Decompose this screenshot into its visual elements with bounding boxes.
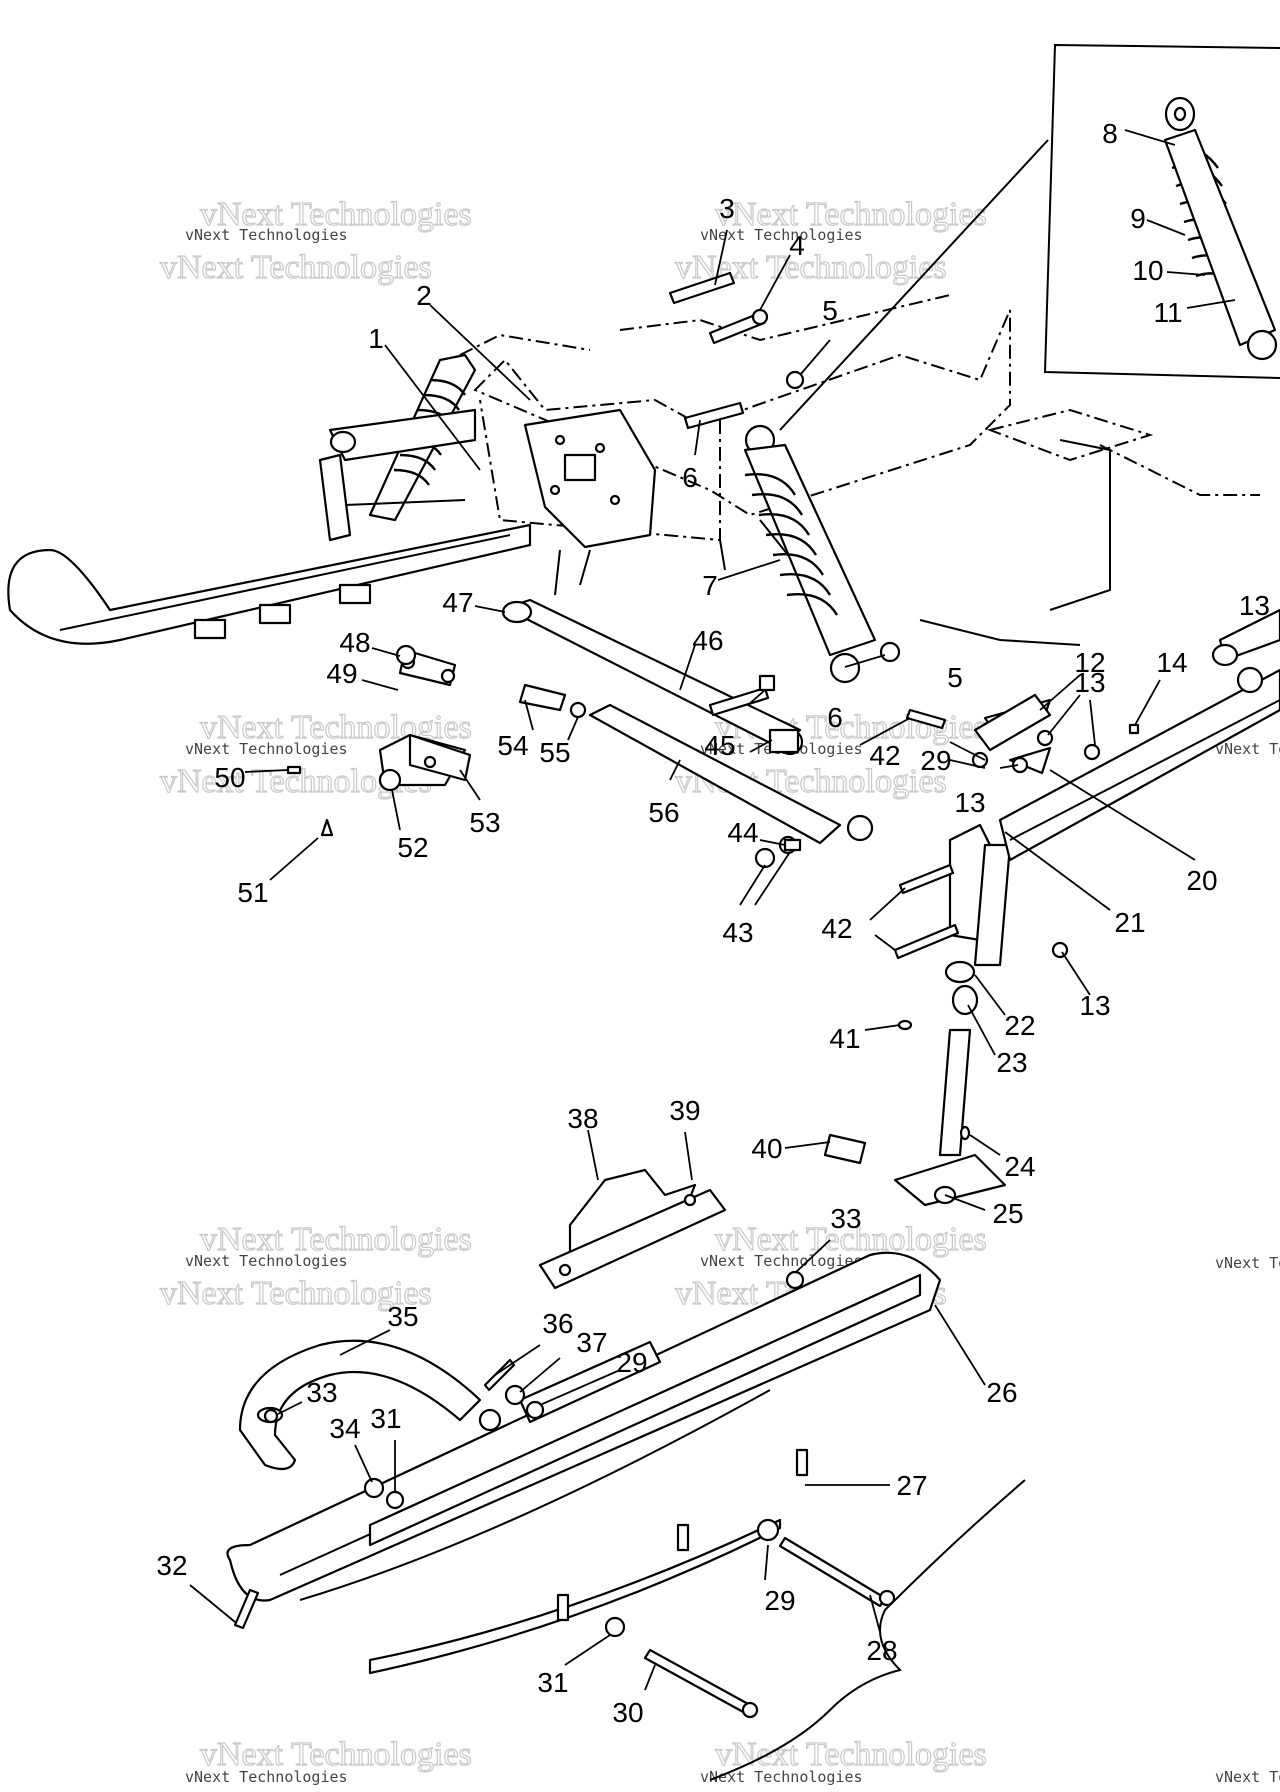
- callout-30: 30: [612, 1697, 643, 1728]
- callout-31-a: 31: [370, 1403, 401, 1434]
- svg-text:vNext Technologies: vNext Technologies: [715, 1736, 987, 1773]
- callout-24: 24: [1004, 1151, 1035, 1182]
- callout-11: 11: [1153, 297, 1182, 328]
- callout-53: 53: [469, 807, 500, 838]
- callout-6-lower: 6: [827, 702, 843, 733]
- callout-4: 4: [789, 230, 805, 261]
- leader-lines: [189, 129, 1236, 1691]
- watermark-top-left: vNext Technologies vNext Technologies vN…: [159, 195, 472, 286]
- callout-28: 28: [866, 1635, 897, 1666]
- svg-text:vNext Technologies: vNext Technologies: [700, 1768, 863, 1786]
- callout-29-b: 29: [616, 1347, 647, 1378]
- center-shock-absorber: [743, 424, 877, 684]
- ski-saddle: [538, 1168, 727, 1290]
- callout-33-a: 33: [830, 1203, 861, 1234]
- callout-12: 12: [1074, 647, 1105, 678]
- callout-49: 49: [326, 658, 357, 689]
- shock-detail-inset: [779, 43, 1280, 431]
- callout-32: 32: [156, 1550, 187, 1581]
- callout-13-c: 13: [1079, 990, 1110, 1021]
- svg-text:vNext Technologies: vNext Technologies: [160, 249, 432, 286]
- callout-55: 55: [539, 737, 570, 768]
- chassis-frame: [459, 294, 1260, 646]
- svg-text:vNext Technologies: vNext Technologies: [1215, 1768, 1280, 1786]
- callout-29-c: 29: [764, 1585, 795, 1616]
- callout-38: 38: [567, 1103, 598, 1134]
- callout-44: 44: [727, 817, 758, 848]
- watermark-layer: vNext Technologies vNext Technologies vN…: [159, 195, 1280, 1786]
- svg-text:vNext Technologies: vNext Technologies: [185, 740, 348, 758]
- callout-41: 41: [829, 1023, 860, 1054]
- watermark-bottom-left: vNext Technologies vNext Technologies: [185, 1735, 472, 1786]
- callout-25: 25: [992, 1198, 1023, 1229]
- hardware: [233, 271, 1140, 1719]
- wear-bar: [368, 1479, 1026, 1781]
- callout-56: 56: [648, 797, 679, 828]
- callout-5-upper: 5: [822, 295, 838, 326]
- callout-51: 51: [237, 877, 268, 908]
- callout-43: 43: [722, 917, 753, 948]
- svg-text:vNext Technologies: vNext Technologies: [700, 226, 863, 244]
- callout-54: 54: [497, 730, 528, 761]
- callout-48: 48: [339, 627, 370, 658]
- callout-23: 23: [996, 1047, 1027, 1078]
- callout-42-b: 42: [821, 913, 852, 944]
- callout-46: 46: [692, 625, 723, 656]
- svg-text:vNext Technologies: vNext Technologies: [200, 1736, 472, 1773]
- svg-text:vNext Technologies: vNext Technologies: [1215, 740, 1280, 758]
- callout-47: 47: [442, 587, 473, 618]
- callout-31-b: 31: [537, 1667, 568, 1698]
- callout-6-upper: 6: [682, 462, 698, 493]
- callout-40: 40: [751, 1133, 782, 1164]
- inset-shock-absorber: [1163, 96, 1278, 361]
- callout-13-d: 13: [1239, 590, 1270, 621]
- callout-34: 34: [329, 1413, 360, 1444]
- mount-plate: [523, 408, 657, 549]
- callout-42-a: 42: [869, 740, 900, 771]
- callout-29-a: 29: [920, 745, 951, 776]
- watermark-right-edge: vNext Technologies vNext Technologies vN…: [1215, 740, 1280, 1786]
- callout-5-lower: 5: [947, 662, 963, 693]
- callout-13-a: 13: [1074, 667, 1105, 698]
- callout-20: 20: [1186, 865, 1217, 896]
- callout-13-b: 13: [954, 787, 985, 818]
- callout-21: 21: [1114, 907, 1145, 938]
- svg-text:vNext Technologies: vNext Technologies: [185, 226, 348, 244]
- callout-39: 39: [669, 1095, 700, 1126]
- callout-1: 1: [368, 323, 384, 354]
- svg-text:vNext Technologies: vNext Technologies: [1215, 1254, 1280, 1272]
- svg-text:vNext Technologies: vNext Technologies: [185, 1768, 348, 1786]
- callout-27: 27: [896, 1470, 927, 1501]
- callout-7: 7: [702, 570, 718, 601]
- callout-8: 8: [1102, 118, 1118, 149]
- callout-2: 2: [416, 280, 432, 311]
- callout-9: 9: [1130, 203, 1146, 234]
- callout-10: 10: [1132, 255, 1163, 286]
- svg-text:vNext Technologies: vNext Technologies: [200, 196, 472, 233]
- callout-22: 22: [1004, 1010, 1035, 1041]
- callout-35: 35: [387, 1301, 418, 1332]
- callout-3: 3: [719, 193, 735, 224]
- callout-52: 52: [397, 832, 428, 863]
- svg-text:vNext Technologies: vNext Technologies: [160, 1275, 432, 1312]
- callout-26: 26: [986, 1377, 1017, 1408]
- callout-33-b: 33: [306, 1377, 337, 1408]
- callout-14: 14: [1156, 647, 1187, 678]
- callout-50: 50: [214, 762, 245, 793]
- left-ski-assembly: [7, 408, 532, 645]
- watermark-bottom-middle: vNext Technologies vNext Technologies: [700, 1735, 987, 1786]
- callout-36: 36: [542, 1308, 573, 1339]
- svg-text:vNext Technologies: vNext Technologies: [715, 1221, 987, 1258]
- right-ski-rail: [998, 608, 1280, 862]
- svg-text:vNext Technologies: vNext Technologies: [200, 1221, 472, 1258]
- callout-37: 37: [576, 1327, 607, 1358]
- svg-text:vNext Technologies: vNext Technologies: [715, 196, 987, 233]
- main-ski: [226, 1251, 942, 1602]
- svg-text:vNext Technologies: vNext Technologies: [185, 1252, 348, 1270]
- svg-text:vNext Technologies: vNext Technologies: [700, 1252, 863, 1270]
- watermark-low-left: vNext Technologies vNext Technologies vN…: [159, 1220, 472, 1312]
- callout-45: 45: [704, 730, 735, 761]
- callout-labels: 1 2 3 4 5 5 6 6 7 8 9 10 11 12 13 13 13 …: [156, 118, 1270, 1728]
